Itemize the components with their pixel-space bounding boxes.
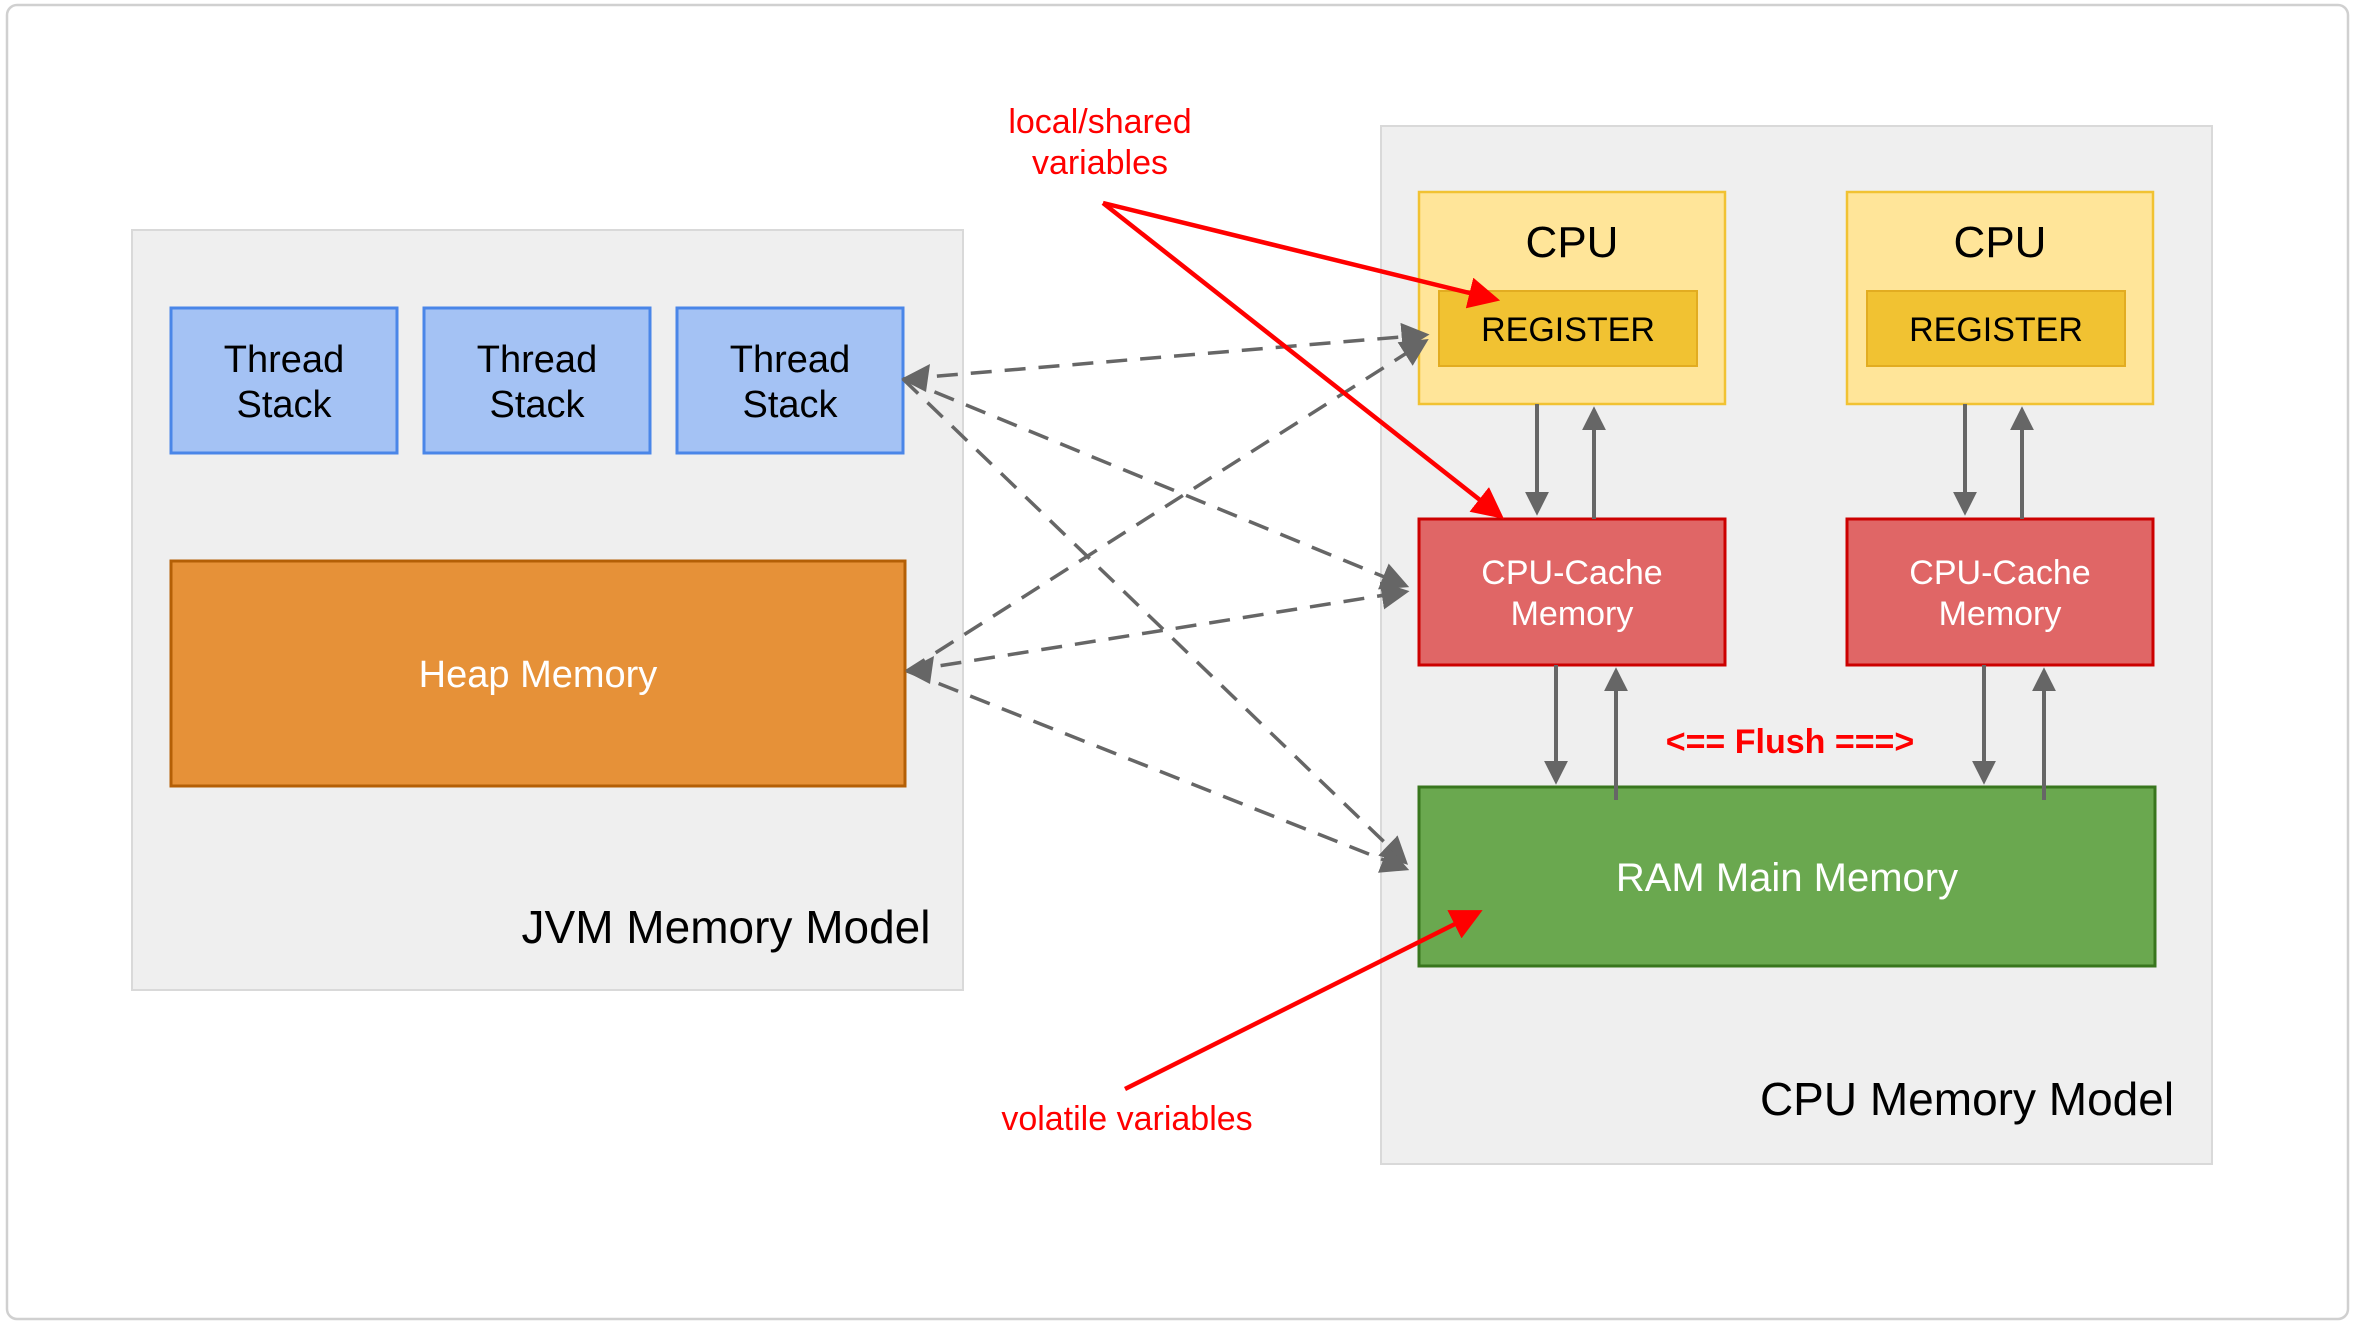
thread-stack-box-1	[169, 306, 399, 455]
cpu-cache-2-label-line2: Memory	[1939, 595, 2062, 633]
dashed-thread3-to-register1	[902, 322, 1430, 381]
register-1-label: REGISTER	[1481, 311, 1655, 349]
ram-main-memory-box	[1417, 785, 2157, 968]
cpu-cache-1-label-line1: CPU-Cache	[1481, 554, 1662, 592]
jvm-model-title: JVM Memory Model	[522, 901, 931, 953]
register-2-label: REGISTER	[1909, 311, 2083, 349]
thread-stack-2-label-line1: Thread	[477, 339, 597, 381]
cpu-cache-2-label-line1: CPU-Cache	[1909, 554, 2090, 592]
flush-label: <== Flush ===>	[1666, 723, 1915, 761]
dashed-heap-to-ram	[906, 669, 1410, 873]
thread-stack-box-3	[675, 306, 905, 455]
cpu-cache-box-2	[1845, 517, 2155, 667]
heap-memory-box	[169, 559, 907, 788]
local-shared-variables-label-line2: variables	[1032, 144, 1168, 182]
thread-stack-box-2	[422, 306, 652, 455]
dashed-thread3-to-ram	[901, 377, 1409, 865]
cpu-cache-1-label-line2: Memory	[1511, 595, 1634, 633]
dashed-heap-to-register1	[906, 338, 1429, 673]
dashed-arrowhead-into-thread3	[901, 364, 930, 392]
dashed-thread3-to-cache1	[902, 377, 1410, 590]
dashed-heap-to-cache1	[906, 581, 1410, 673]
thread-stack-3-label-line1: Thread	[730, 339, 850, 381]
red-arrow-localshared-to-cache1	[1101, 201, 1504, 519]
thread-stack-2-label-line2: Stack	[489, 384, 585, 426]
heap-memory-label: Heap Memory	[419, 654, 658, 696]
cpu-model-title: CPU Memory Model	[1760, 1073, 2174, 1125]
register-box-2	[1866, 290, 2126, 367]
thread-stack-1-label-line1: Thread	[224, 339, 344, 381]
dashed-arrowhead-into-heap	[905, 656, 934, 684]
thread-stack-1-label-line2: Stack	[236, 384, 332, 426]
cpu-1-label: CPU	[1526, 218, 1619, 267]
local-shared-variables-label-line1: local/shared	[1008, 103, 1191, 141]
thread-stack-3-label-line2: Stack	[742, 384, 838, 426]
cpu-cache-box-1	[1417, 517, 1727, 667]
red-arrow-volatile-to-ram	[1123, 910, 1483, 1092]
cpu-2-label: CPU	[1954, 218, 2047, 267]
red-arrow-localshared-to-register1	[1102, 200, 1501, 309]
volatile-variables-label: volatile variables	[1001, 1100, 1252, 1138]
ram-main-memory-label: RAM Main Memory	[1616, 856, 1958, 900]
